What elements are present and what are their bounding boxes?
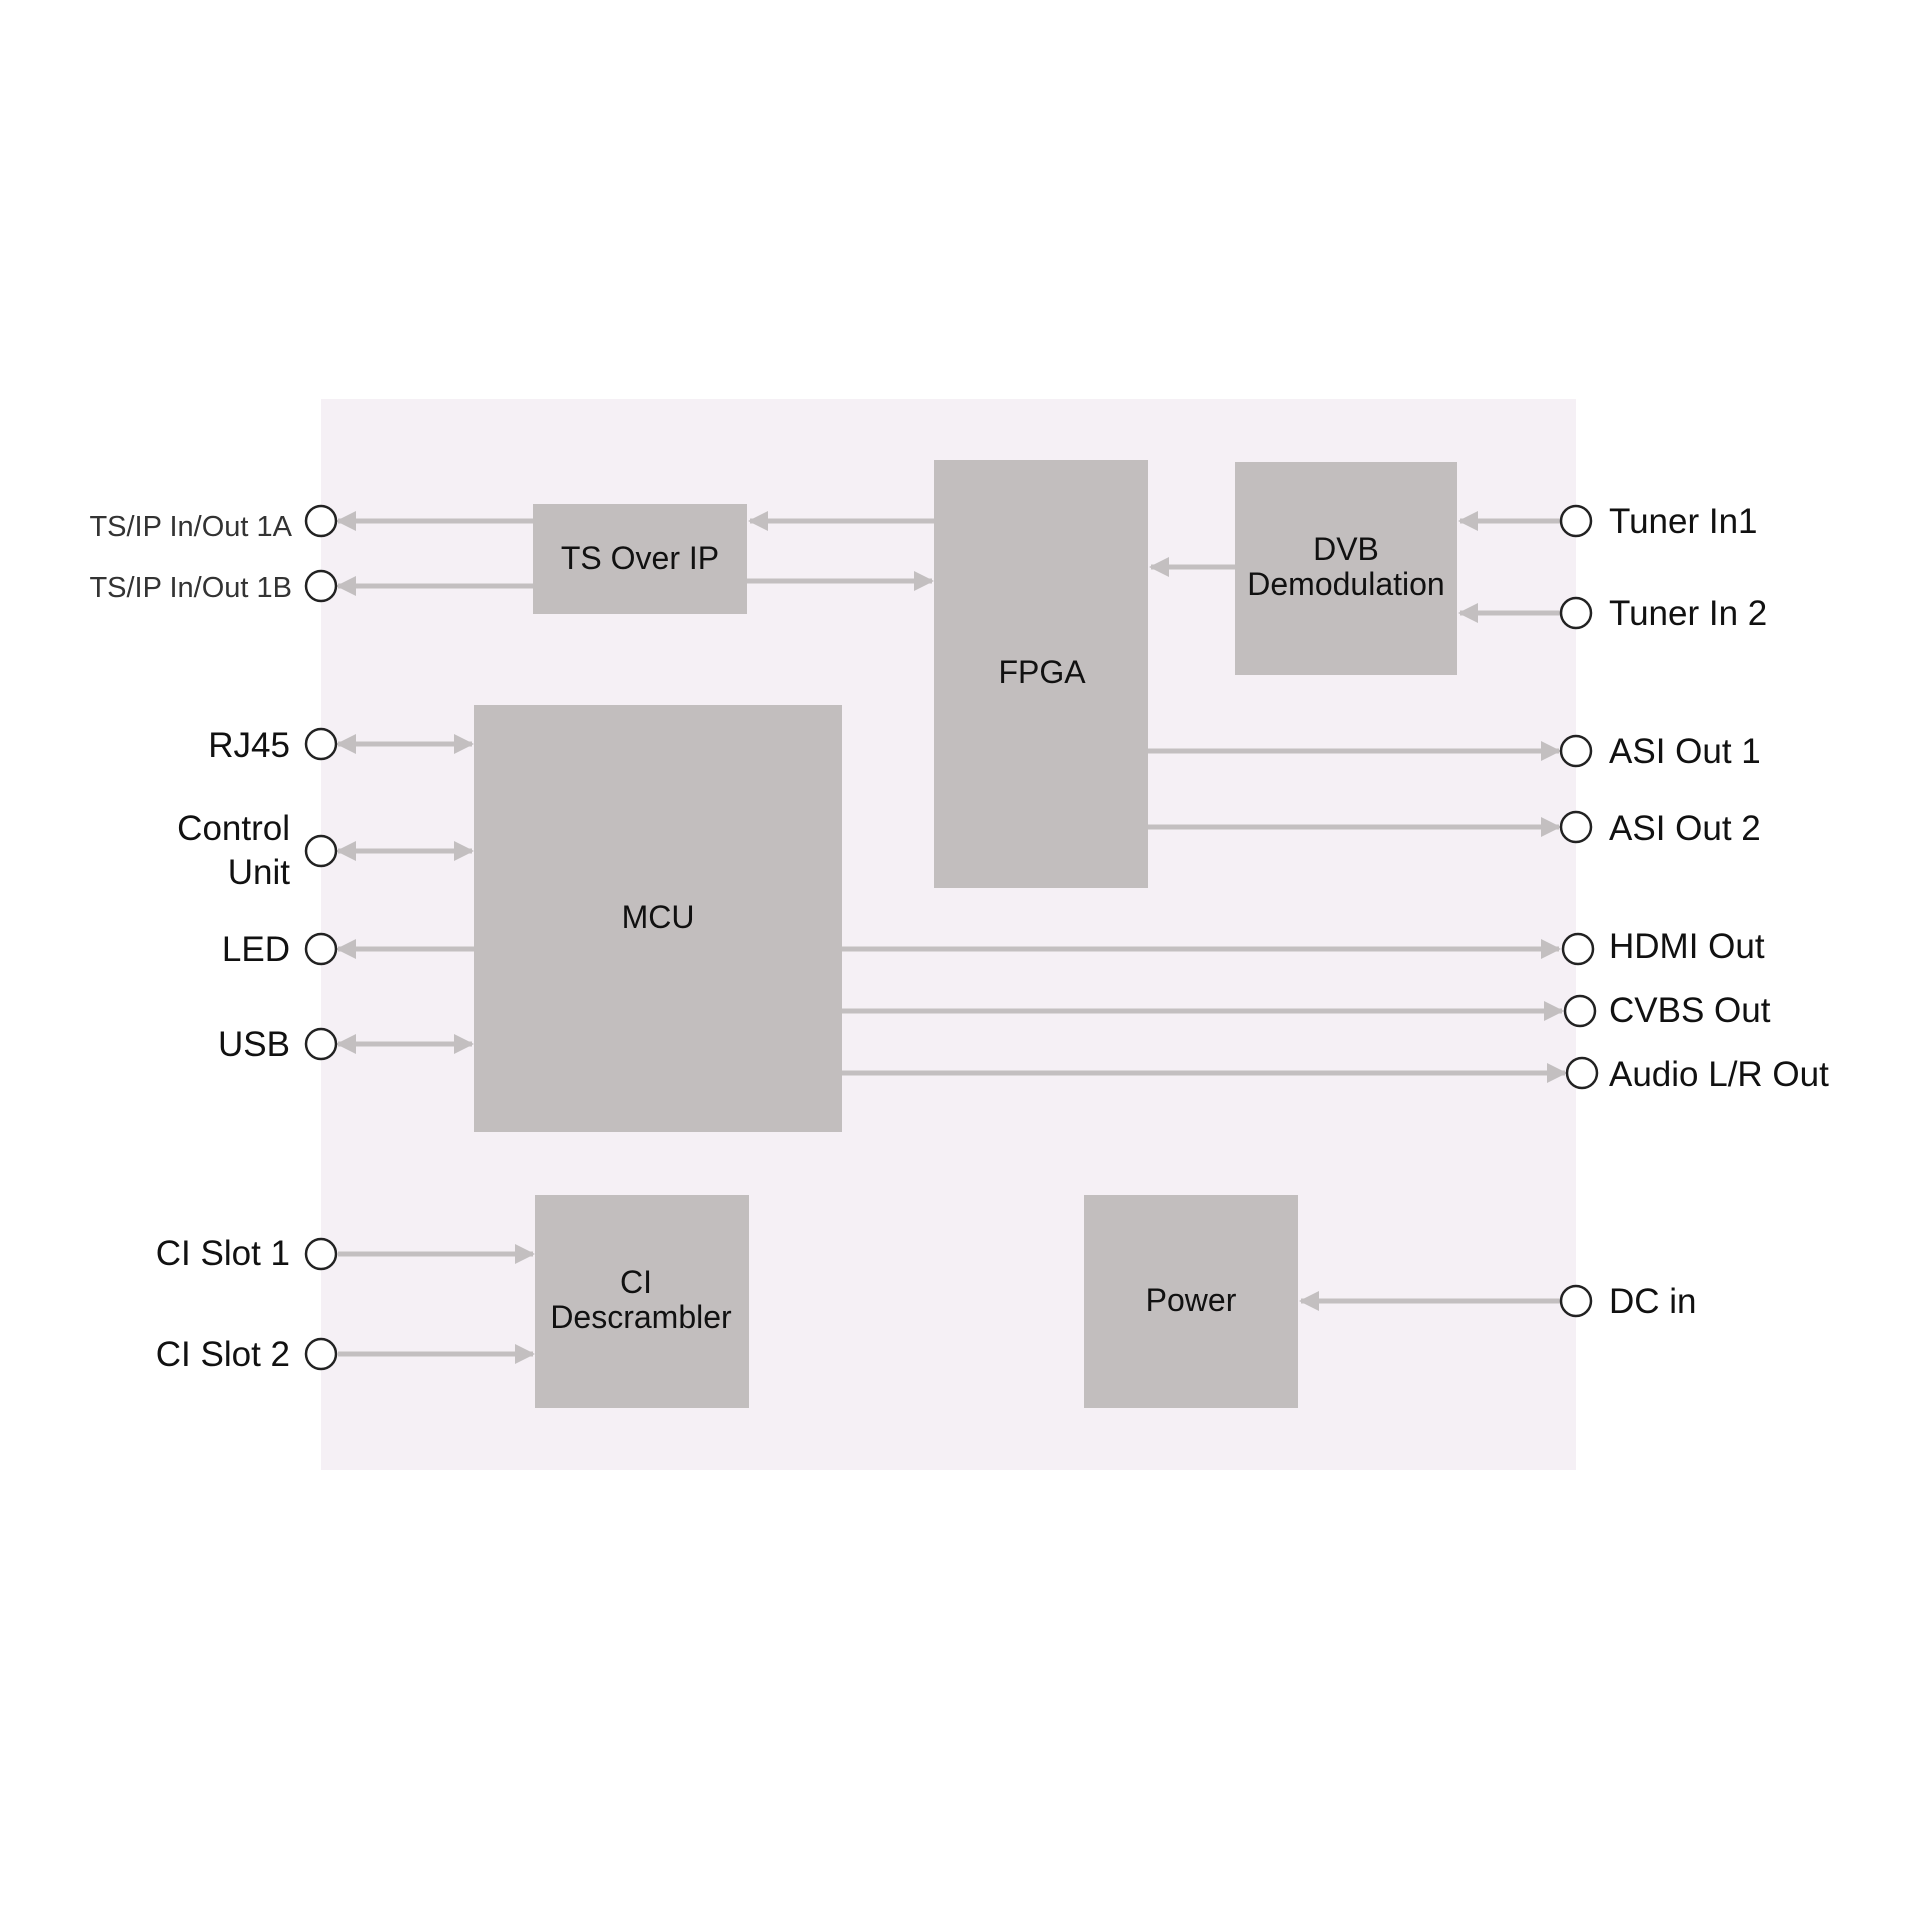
port-label: Tuner In1	[1609, 502, 1758, 541]
right-ports: Tuner In1 Tuner In 2 ASI Out 1 ASI Out 2…	[1559, 502, 1829, 1321]
port-ts-ip-1a	[304, 504, 338, 538]
port-led	[304, 932, 338, 966]
port-dc-in	[1559, 1284, 1593, 1318]
port-cvbs-out	[1563, 994, 1597, 1028]
port-control-unit	[304, 834, 338, 868]
block-label: FPGA	[998, 654, 1086, 690]
port-label: CVBS Out	[1609, 991, 1771, 1030]
block-ts-over-ip: TS Over IP	[533, 504, 747, 614]
connectors	[336, 511, 1567, 1364]
port-audio-lr-out	[1565, 1056, 1599, 1090]
port-tuner-in-2	[1559, 596, 1593, 630]
block-fpga: FPGA	[934, 460, 1148, 888]
block-ci-descrambler: CI Descrambler	[535, 1195, 749, 1408]
port-label: ASI Out 2	[1609, 809, 1761, 848]
block-label: Power	[1146, 1282, 1237, 1318]
port-ts-ip-1b	[304, 569, 338, 603]
block-label: MCU	[622, 899, 695, 935]
block-label: TS Over IP	[561, 540, 719, 576]
port-label: Control	[177, 809, 290, 848]
block-label: CI	[620, 1264, 652, 1300]
port-label: ASI Out 1	[1609, 732, 1761, 771]
port-label: USB	[218, 1025, 290, 1064]
port-hdmi-out	[1561, 932, 1595, 966]
port-label: Unit	[228, 853, 291, 892]
port-rj45	[304, 727, 338, 761]
port-label: TS/IP In/Out 1B	[89, 572, 292, 604]
port-usb	[304, 1027, 338, 1061]
port-label: Tuner In 2	[1609, 594, 1767, 633]
left-ports: TS/IP In/Out 1A TS/IP In/Out 1B RJ45 Con…	[89, 504, 338, 1374]
port-asi-out-1	[1559, 734, 1593, 768]
port-label: LED	[222, 930, 290, 969]
block-mcu: MCU	[474, 705, 842, 1132]
port-label: Audio L/R Out	[1609, 1055, 1829, 1094]
block-label: Demodulation	[1247, 566, 1444, 602]
block-power: Power	[1084, 1195, 1298, 1408]
port-ci-slot-2	[304, 1337, 338, 1371]
port-label: CI Slot 2	[156, 1335, 290, 1374]
block-label: Descrambler	[550, 1299, 732, 1335]
port-label: DC in	[1609, 1282, 1697, 1321]
port-label: RJ45	[208, 726, 290, 765]
port-label: TS/IP In/Out 1A	[89, 511, 292, 543]
port-label: HDMI Out	[1609, 927, 1765, 966]
block-label: DVB	[1313, 531, 1379, 567]
port-label: CI Slot 1	[156, 1234, 290, 1273]
port-asi-out-2	[1559, 810, 1593, 844]
port-ci-slot-1	[304, 1237, 338, 1271]
port-tuner-in-1	[1559, 504, 1593, 538]
block-dvb-demodulation: DVB Demodulation	[1235, 462, 1457, 675]
